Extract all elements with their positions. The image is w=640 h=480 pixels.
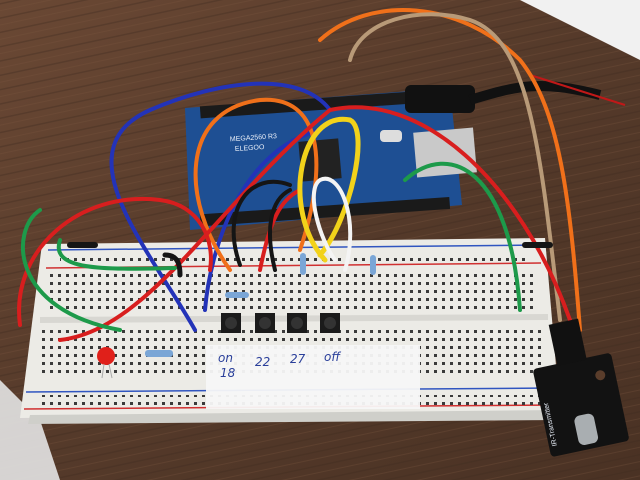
push-button-on	[221, 313, 241, 333]
push-buttons	[221, 313, 340, 333]
ir-transmitter-module: IR-Transmitter	[533, 318, 629, 457]
button-label-paper: on 18 22 27 off	[206, 345, 420, 409]
board-brand-label: ELEGOO	[235, 144, 266, 153]
red-led	[97, 347, 115, 379]
wire-orange	[318, 8, 582, 332]
wire-black	[231, 179, 292, 267]
wire-white	[311, 176, 353, 272]
resistors	[145, 253, 376, 357]
wire-green	[21, 208, 122, 332]
label-on: on	[218, 351, 233, 365]
label-off: off	[324, 350, 341, 364]
label-18: 18	[220, 366, 236, 380]
wire-blue	[109, 81, 332, 332]
label-22: 22	[255, 355, 270, 369]
push-button-27	[287, 313, 307, 333]
board-model-label: MEGA2560 R3	[230, 133, 278, 143]
power-jack	[405, 85, 475, 113]
wire-tan	[348, 12, 562, 322]
push-button-22	[255, 313, 275, 333]
wire-green	[403, 161, 522, 312]
wire-orange	[193, 97, 319, 272]
jumper-wires	[17, 8, 582, 342]
ir-led	[574, 413, 599, 445]
wire-black	[162, 252, 183, 278]
push-button-off	[320, 313, 340, 333]
wire-red	[58, 105, 572, 342]
label-27: 27	[290, 352, 306, 366]
white-paper-corner	[520, 0, 640, 60]
wire-red	[258, 188, 302, 272]
wire-black	[268, 188, 292, 272]
wire-green	[56, 238, 177, 271]
